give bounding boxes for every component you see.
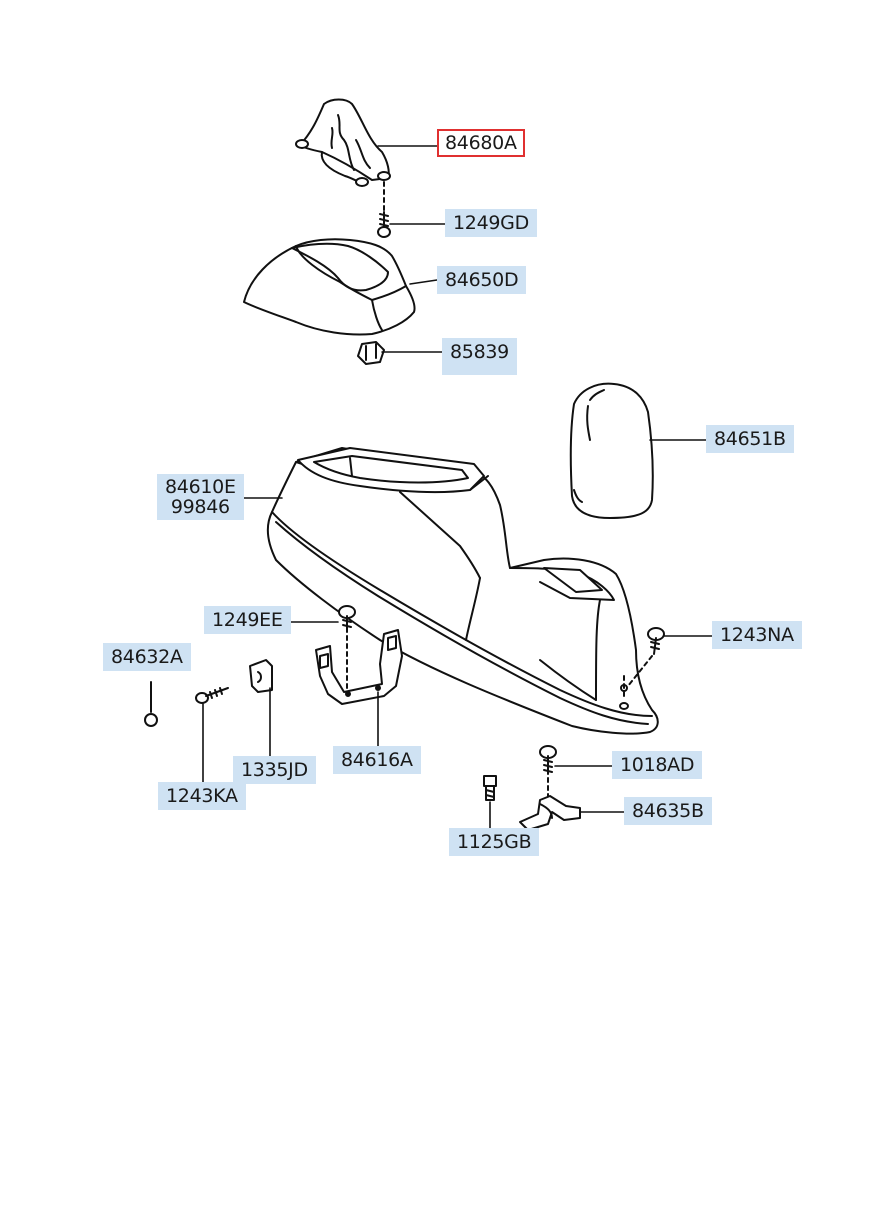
part-label-84651B[interactable]: 84651B [706,425,794,453]
bolt-bracket-drawing [539,745,557,799]
part-label-84610E-line1: 84610E [165,476,236,498]
part-label-84680A[interactable]: 84680A [437,129,525,157]
part-label-84616A[interactable]: 84616A [333,746,421,774]
screw-right-drawing [627,627,665,687]
console-body-drawing [266,447,659,735]
shift-boot-drawing [295,98,391,213]
part-label-99846-line2: 99846 [170,496,230,518]
part-label-1243NA[interactable]: 1243NA [712,621,802,649]
part-label-1249EE[interactable]: 1249EE [204,606,291,634]
armrest-lid-drawing [569,382,654,519]
bracket-right-drawing [519,795,581,831]
shift-cover-drawing [243,238,416,336]
nut-clip-drawing [249,659,273,693]
screw-top-drawing [377,211,391,238]
part-label-1125GB[interactable]: 1125GB [449,828,540,856]
part-label-84635B[interactable]: 84635B [624,797,712,825]
part-label-84650D[interactable]: 84650D [437,266,527,294]
part-label-1335JD[interactable]: 1335JD [233,756,316,784]
part-label-1018AD[interactable]: 1018AD [612,751,703,779]
bolt-small-drawing [483,775,497,801]
clip-drawing [357,341,385,365]
leader-lines [202,145,713,829]
screw-left-drawing [338,605,356,691]
part-label-84610E[interactable]: 84610E 99846 [157,474,244,520]
part-label-1243KA[interactable]: 1243KA [158,782,246,810]
part-label-85839[interactable]: 85839 [442,338,517,375]
part-label-1249GD[interactable]: 1249GD [445,209,537,237]
tapping-screw-drawing [195,687,229,704]
part-label-84632A[interactable]: 84632A [103,643,191,671]
bracket-left-drawing [315,629,403,705]
grommet-drawing [144,681,158,727]
